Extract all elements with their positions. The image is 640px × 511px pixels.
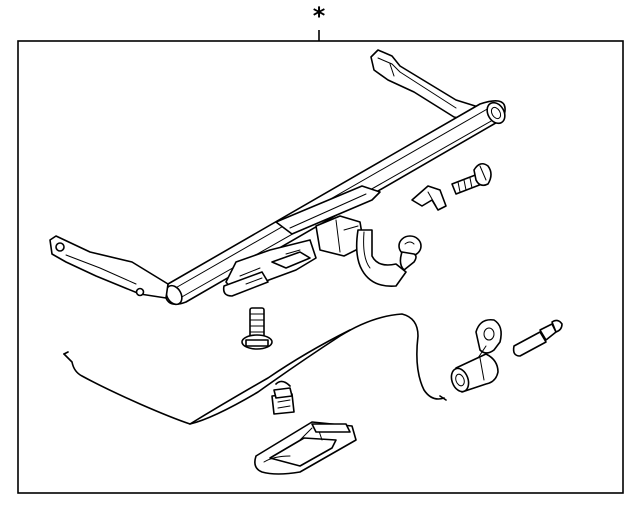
trailer-socket-icon xyxy=(450,318,502,393)
flange-bolt-icon xyxy=(241,307,273,350)
mounting-bracket-icon xyxy=(411,185,447,211)
wiring-harness-icon xyxy=(63,313,447,425)
tow-bar-crossmember-icon xyxy=(49,49,506,306)
hex-bolt-icon xyxy=(451,162,492,195)
socket-pin-icon xyxy=(512,319,563,357)
tow-ball-neck-icon xyxy=(355,229,422,287)
diagram-frame xyxy=(17,40,624,494)
assembly-marker: * xyxy=(312,2,326,30)
harness-connector-icon xyxy=(271,380,295,415)
socket-bracket-icon xyxy=(254,421,357,475)
